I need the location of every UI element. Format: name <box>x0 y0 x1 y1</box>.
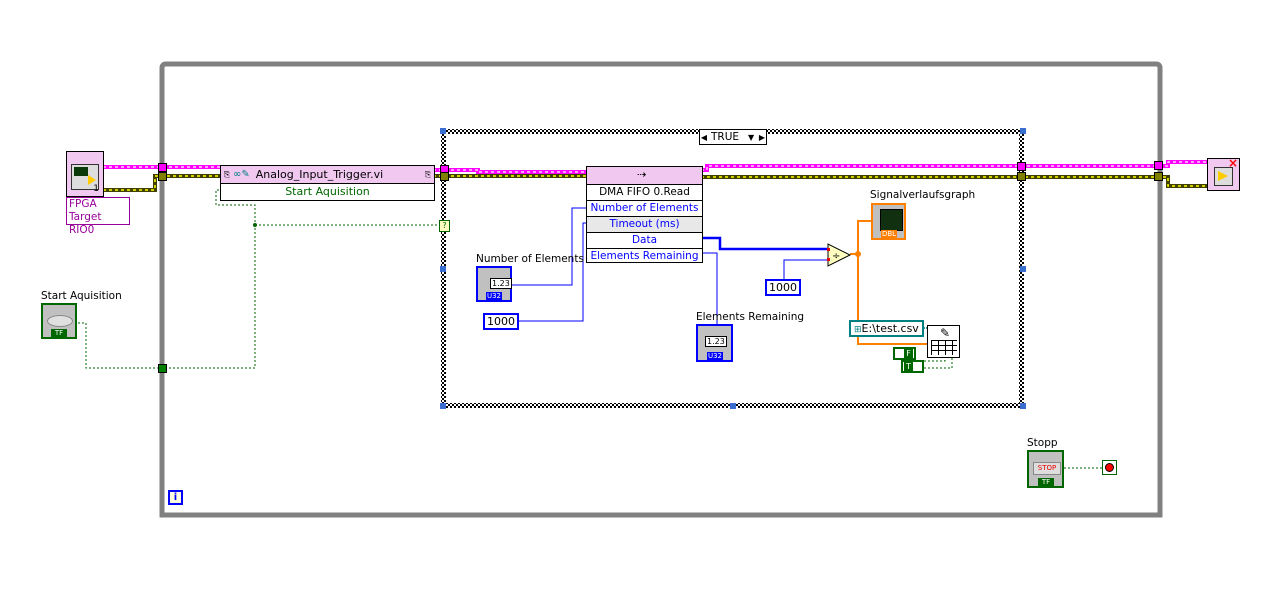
bool-true-value: T <box>904 362 913 371</box>
numeric-value: 1.23 <box>490 278 512 289</box>
error-tunnel-case-left[interactable] <box>440 172 449 181</box>
stop-control[interactable]: STOP TF <box>1027 450 1064 488</box>
while-loop[interactable] <box>159 61 1163 518</box>
spreadsheet-grid-icon <box>931 340 957 355</box>
case-dropdown-arrow-icon[interactable]: ▼ <box>748 132 755 142</box>
fpga-reference-node[interactable]: 1 <box>66 151 104 197</box>
waveform-graph-indicator[interactable]: DBL <box>871 203 906 240</box>
dma-fifo-read-node[interactable]: ⇢ DMA FIFO 0.Read Number of Elements Tim… <box>586 166 703 263</box>
bool-tunnel-left[interactable] <box>158 364 167 373</box>
resize-handle[interactable] <box>440 128 446 134</box>
elements-remaining-indicator[interactable]: 1.23 U32 <box>696 324 733 362</box>
stop-if-true-icon <box>1105 463 1114 472</box>
type-badge: TF <box>1038 478 1054 486</box>
fpga-ref-in-icon: ⎘ <box>223 169 231 179</box>
close-fpga-reference-node[interactable]: × <box>1207 156 1240 191</box>
subvi-input-label: Start Aquisition <box>285 185 370 198</box>
write-to-spreadsheet-file-vi[interactable]: ✎ <box>927 325 960 358</box>
type-badge: DBL <box>881 230 897 238</box>
dma-input-timeout[interactable]: Timeout (ms) <box>587 217 702 233</box>
error-wire[interactable] <box>103 174 1207 192</box>
numeric-value: 1.23 <box>705 336 727 347</box>
pencil-icon: ✎ <box>940 326 951 340</box>
decrement-case-arrow-icon[interactable]: ◀ <box>700 132 708 142</box>
case-selector-value: TRUE <box>711 131 740 143</box>
resize-handle[interactable] <box>440 403 446 409</box>
fpga-icon <box>71 164 99 190</box>
divisor-constant[interactable]: 1000 <box>765 279 801 296</box>
error-tunnel-right[interactable] <box>1154 172 1163 181</box>
error-tunnel-left[interactable] <box>158 172 167 181</box>
case-selector[interactable]: ◀ TRUE ▼ ▶ <box>699 129 767 145</box>
bool-false-constant[interactable]: F <box>893 347 916 360</box>
resize-handle[interactable] <box>440 266 446 272</box>
bool-true-constant[interactable]: T <box>901 360 924 373</box>
start-aquisition-control[interactable]: TF <box>41 303 77 339</box>
dma-input-number-of-elements[interactable]: Number of Elements <box>587 201 702 217</box>
stop-button-face: STOP <box>1033 462 1061 475</box>
dma-method-label: DMA FIFO 0.Read <box>587 185 702 201</box>
number-of-elements-label: Number of Elements <box>476 253 584 265</box>
elements-remaining-label: Elements Remaining <box>696 311 805 323</box>
refnum-tunnel-case-right[interactable] <box>1017 162 1026 171</box>
fpga-vi-icon <box>1214 167 1233 186</box>
path-icon: ⊞ <box>854 325 862 335</box>
resize-handle[interactable] <box>730 403 736 409</box>
invoke-node-glasses-icon: ∞✎ <box>233 169 250 180</box>
divide-function[interactable]: ÷ <box>827 243 852 267</box>
wire-junction <box>253 223 257 227</box>
refnum-tunnel-right[interactable] <box>1154 161 1163 170</box>
iteration-terminal: i <box>168 490 183 505</box>
increment-case-arrow-icon[interactable]: ▶ <box>758 132 766 142</box>
type-badge: TF <box>51 329 67 337</box>
waveform-graph-label: Signalverlaufsgraph <box>870 189 976 201</box>
bool-false-value: F <box>904 349 913 358</box>
read-arrow-icon: ⇢ <box>637 168 647 181</box>
error-tunnel-case-right[interactable] <box>1017 172 1026 181</box>
type-badge: U32 <box>486 292 502 300</box>
fpga-badge: 1 <box>93 184 99 194</box>
fpga-target-label: FPGA Target RIO0 <box>66 197 130 236</box>
dma-output-data[interactable]: Data <box>587 233 702 249</box>
dbl-wire[interactable] <box>850 220 928 345</box>
stop-label: Stopp <box>1027 437 1058 449</box>
resize-handle[interactable] <box>1020 266 1026 272</box>
refnum-wire[interactable] <box>103 160 1207 174</box>
resize-handle[interactable] <box>1020 403 1026 409</box>
fpga-label-line2: RIO0 <box>69 224 95 236</box>
subvi-name: Analog_Input_Trigger.vi <box>255 168 384 181</box>
file-path-value: E:\test.csv <box>861 322 919 335</box>
close-x-icon: × <box>1227 156 1238 170</box>
analog-input-trigger-subvi[interactable]: ⎘ ∞✎ Analog_Input_Trigger.vi ⎘ Start Aqu… <box>220 165 435 201</box>
number-of-elements-control[interactable]: 1.23 U32 <box>476 266 512 302</box>
graph-icon <box>880 209 903 231</box>
timeout-constant[interactable]: 1000 <box>483 313 519 330</box>
file-path-constant[interactable]: ⊞E:\test.csv <box>849 320 924 337</box>
refnum-tunnel-left[interactable] <box>158 163 167 172</box>
dma-output-elements-remaining[interactable]: Elements Remaining <box>590 250 699 262</box>
start-aquisition-label: Start Aquisition <box>41 290 122 302</box>
subvi-input-start-aquisition[interactable]: Start Aquisition <box>221 184 434 200</box>
case-selector-terminal[interactable]: ? <box>439 220 450 232</box>
led-icon <box>47 315 73 327</box>
svg-text:÷: ÷ <box>832 251 840 262</box>
resize-handle[interactable] <box>1020 128 1026 134</box>
fpga-label-line1: FPGA Target <box>69 198 102 223</box>
fpga-ref-out-icon: ⎘ <box>424 169 432 179</box>
loop-condition-terminal[interactable] <box>1102 460 1117 475</box>
type-badge: U32 <box>707 352 723 360</box>
